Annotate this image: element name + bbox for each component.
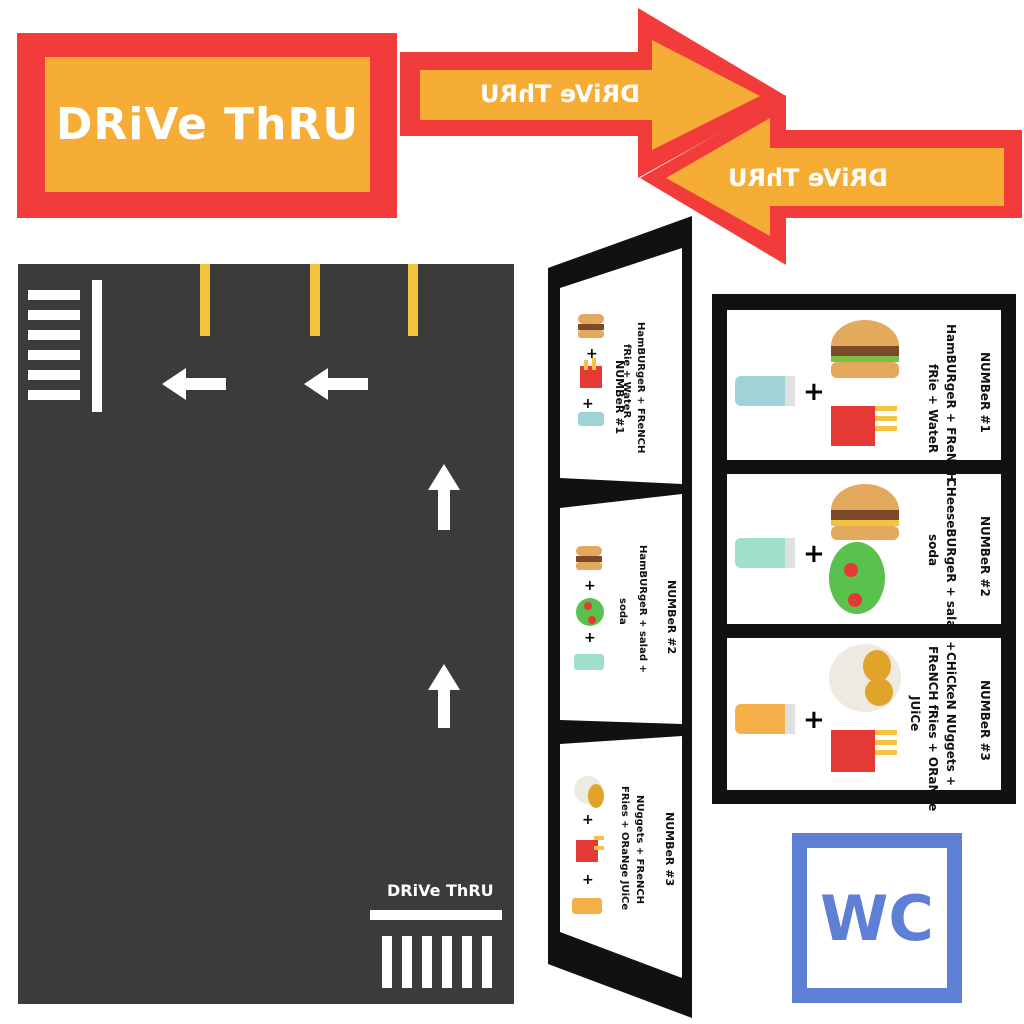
angled-item-1-desc-2: fRie + WateR xyxy=(621,344,632,419)
arrow-right-inner-icon xyxy=(420,40,760,150)
burger-icon xyxy=(831,320,899,378)
flat-item-3-desc-3: JUiCe xyxy=(908,696,922,732)
angled-item-2-desc-2: soda xyxy=(617,598,628,625)
water-glass-icon xyxy=(578,412,604,426)
plus-icon: + xyxy=(582,872,594,888)
plus-icon: + xyxy=(584,630,596,646)
flat-item-1-desc-1: HamBURgeR + FReNCH xyxy=(944,324,958,482)
arrow-banner-label-1: DRiVe ThRU xyxy=(480,80,640,108)
angled-item-2-title: NUMBeR #2 xyxy=(665,580,678,655)
water-glass-icon xyxy=(735,376,795,406)
arrow-up-icon xyxy=(428,464,460,530)
angled-item-2-desc-1: HamBURgeR + salad + xyxy=(637,545,648,673)
burger-icon xyxy=(831,484,899,540)
crosswalk-icon xyxy=(28,280,102,412)
angled-menu-icons: + + + + + + xyxy=(572,314,604,914)
flat-item-3-desc-1: CHiCkeN NUggets + xyxy=(944,652,958,787)
plus-icon: + xyxy=(582,812,594,828)
plus-icon: + xyxy=(586,346,598,362)
wc-sign-panel: WC xyxy=(807,848,947,988)
arrow-left-icon xyxy=(162,368,226,400)
arrow-up-icon xyxy=(428,664,460,728)
flat-item-2-desc-2: soda xyxy=(926,534,940,567)
flat-menu-icons: + + + xyxy=(735,320,901,772)
flat-item-3-desc-2: FReNCH fRies + ORaNge xyxy=(926,646,940,812)
fries-icon xyxy=(831,730,897,772)
plus-icon: + xyxy=(803,377,825,407)
plus-icon: + xyxy=(803,539,825,569)
angled-item-1-desc-1: HamBURgeR + FReNCH xyxy=(635,322,646,454)
flat-item-3-title: NUMBeR #3 xyxy=(978,680,992,761)
angled-item-3-desc-1: NUggets + FReNCH xyxy=(634,795,645,905)
soda-glass-icon xyxy=(574,654,604,670)
drive-thru-sign-text: DRiVe ThRU xyxy=(55,99,360,150)
flat-item-2-desc-1: CHeeseBURgeR + salad + xyxy=(944,478,958,652)
angled-item-3-desc-2: FRies + ORaNge JUiCe xyxy=(619,786,630,911)
fries-icon xyxy=(831,406,897,446)
angled-item-3-title: NUMBeR #3 xyxy=(663,812,676,887)
arrow-left-banner-inner-icon xyxy=(666,118,1004,236)
burger-icon xyxy=(578,314,604,338)
plus-icon: + xyxy=(582,396,594,412)
salad-icon xyxy=(829,542,885,614)
wc-label: WC xyxy=(820,881,934,955)
road-drive-thru-label: DRiVe ThRU xyxy=(387,881,494,900)
orange-juice-glass-icon xyxy=(572,898,602,914)
drive-thru-sign-panel: DRiVe ThRU xyxy=(45,57,370,192)
orange-juice-glass-icon xyxy=(735,704,795,734)
salad-icon xyxy=(576,598,604,626)
burger-icon xyxy=(576,546,602,570)
soda-glass-icon xyxy=(735,538,795,568)
fries-icon xyxy=(580,358,602,388)
flat-item-1-desc-2: fRie + WateR xyxy=(926,364,940,454)
arrow-banners-graphic xyxy=(400,8,1022,265)
flat-item-1-title: NUMBeR #1 xyxy=(978,352,992,433)
nuggets-icon xyxy=(829,644,901,712)
plus-icon: + xyxy=(584,578,596,594)
crosswalk-icon xyxy=(370,910,502,988)
flat-item-2-title: NUMBeR #2 xyxy=(978,516,992,597)
parking-line-icon xyxy=(200,264,418,336)
plus-icon: + xyxy=(803,705,825,735)
arrow-banner-label-2: DRiVe ThRU xyxy=(728,164,888,192)
arrow-left-icon xyxy=(304,368,368,400)
nuggets-icon xyxy=(574,776,604,808)
road-markings xyxy=(28,264,502,988)
fries-icon xyxy=(576,836,604,862)
